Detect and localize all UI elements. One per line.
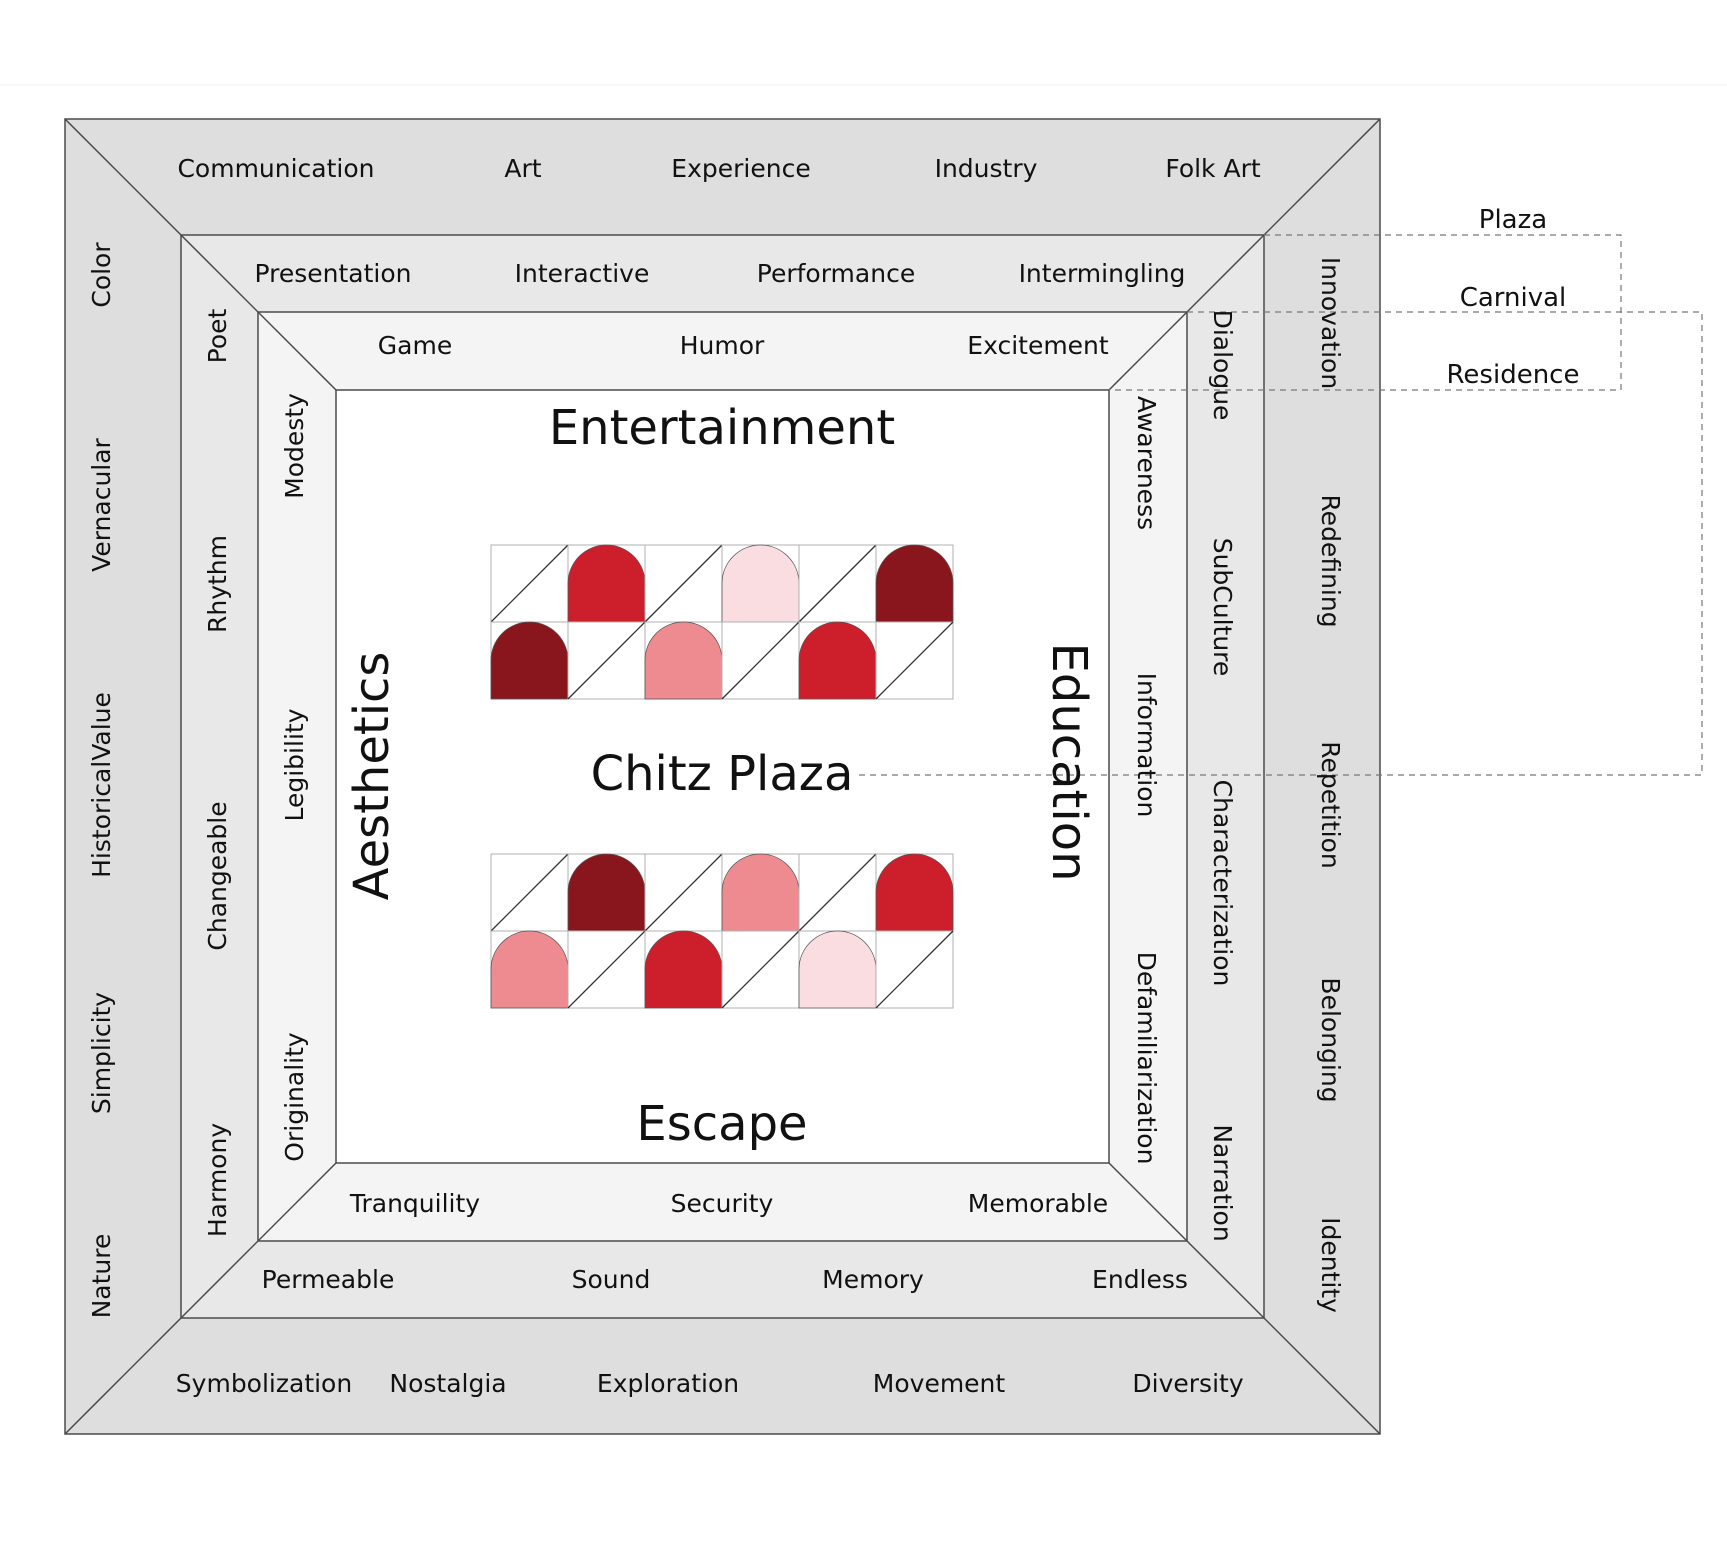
arch-tile-red	[875, 853, 954, 932]
arch-tile-pink	[490, 930, 569, 1009]
middle-top-label: Performance	[757, 259, 915, 288]
diagonal-tile	[567, 621, 646, 700]
middle-top-label: Interactive	[515, 259, 650, 288]
inner-ring-bottom-labels: Tranquility Security Memorable	[349, 1189, 1108, 1218]
inner-ring-left-labels: Modesty Legibility Originality	[280, 393, 309, 1162]
inner-bottom-label: Memorable	[968, 1189, 1108, 1218]
center-left-label: Aesthetics	[344, 652, 400, 901]
arch-tile-dark	[875, 544, 954, 623]
diagonal-tile	[644, 544, 723, 623]
diagonal-tile	[798, 544, 877, 623]
outer-left-label: Nature	[87, 1234, 116, 1319]
outer-ring-bottom-labels: Symbolization Nostalgia Exploration Move…	[176, 1369, 1244, 1398]
outer-bottom-label: Diversity	[1132, 1369, 1243, 1398]
outer-top-label: Art	[504, 154, 541, 183]
outer-right-label: Repetition	[1316, 741, 1345, 869]
outer-top-label: Communication	[177, 154, 374, 183]
middle-bottom-label: Endless	[1092, 1265, 1188, 1294]
arch-tile-red	[644, 930, 723, 1009]
outer-top-label: Experience	[671, 154, 810, 183]
outer-left-label: Vernacular	[87, 437, 116, 571]
middle-right-label: Characterization	[1208, 780, 1237, 987]
legend-label-residence: Residence	[1447, 360, 1580, 390]
tile-pattern-top	[490, 544, 954, 700]
inner-left-label: Modesty	[280, 393, 309, 499]
diagonal-tile	[490, 853, 569, 932]
inner-left-label: Originality	[280, 1032, 309, 1162]
center-bottom-label: Escape	[636, 1096, 807, 1152]
middle-ring-right-labels: Dialogue SubCulture Characterization Nar…	[1208, 310, 1237, 1242]
inner-ring-top-labels: Game Humor Excitement	[378, 331, 1109, 360]
middle-top-label: Intermingling	[1019, 259, 1186, 288]
middle-ring-left-labels: Poet Rhythm Changeable Harmony	[203, 308, 232, 1237]
diagonal-tile	[875, 621, 954, 700]
inner-bottom-label: Tranquility	[349, 1189, 480, 1218]
outer-left-label: Simplicity	[87, 992, 116, 1114]
arch-tile-pink	[644, 621, 723, 700]
outer-right-label: Innovation	[1316, 257, 1345, 389]
middle-ring-bottom-labels: Permeable Sound Memory Endless	[262, 1265, 1188, 1294]
inner-right-label: Defamiliarization	[1132, 952, 1161, 1165]
legend-label-plaza: Plaza	[1479, 205, 1547, 235]
outer-bottom-label: Exploration	[597, 1369, 739, 1398]
outer-left-label: HistoricalValue	[87, 692, 116, 878]
diagonal-tile	[644, 853, 723, 932]
arch-tile-light	[798, 930, 877, 1009]
middle-top-label: Presentation	[254, 259, 411, 288]
outer-right-label: Redefining	[1316, 494, 1345, 627]
inner-top-label: Game	[378, 331, 452, 360]
center-square	[335, 389, 1110, 1164]
middle-right-label: SubCulture	[1208, 538, 1237, 677]
arch-tile-dark	[567, 853, 646, 932]
center-title: Chitz Plaza	[591, 746, 854, 802]
diagonal-tile	[875, 930, 954, 1009]
outer-ring-left-labels: Color Vernacular HistoricalValue Simplic…	[87, 242, 116, 1319]
outer-ring-right-labels: Innovation Redefining Repetition Belongi…	[1316, 257, 1345, 1313]
inner-top-label: Humor	[680, 331, 765, 360]
middle-bottom-label: Permeable	[262, 1265, 395, 1294]
outer-bottom-label: Nostalgia	[389, 1369, 506, 1398]
middle-left-label: Rhythm	[203, 535, 232, 633]
inner-top-label: Excitement	[967, 331, 1109, 360]
diagonal-tile	[721, 621, 800, 700]
arch-tile-red	[567, 544, 646, 623]
middle-left-label: Harmony	[203, 1123, 232, 1237]
middle-bottom-label: Memory	[822, 1265, 924, 1294]
outer-right-label: Identity	[1316, 1217, 1345, 1313]
inner-right-label: Awareness	[1132, 396, 1161, 530]
legend-label-carnival: Carnival	[1460, 283, 1567, 313]
inner-left-label: Legibility	[280, 708, 309, 821]
outer-left-label: Color	[87, 242, 116, 308]
center-top-label: Entertainment	[549, 400, 895, 456]
diagonal-tile	[567, 930, 646, 1009]
corner-diagonals	[64, 118, 1381, 1435]
outer-top-label: Industry	[935, 154, 1038, 183]
arch-tile-pink	[721, 853, 800, 932]
diagonal-tile	[490, 544, 569, 623]
legend-connectors	[855, 234, 1703, 776]
diagonal-tile	[798, 853, 877, 932]
middle-ring-top-labels: Presentation Interactive Performance Int…	[254, 259, 1185, 288]
arch-tile-light	[721, 544, 800, 623]
middle-left-label: Poet	[203, 308, 232, 363]
arch-tile-red	[798, 621, 877, 700]
middle-right-label: Narration	[1208, 1124, 1237, 1241]
middle-left-label: Changeable	[203, 801, 232, 950]
outer-top-label: Folk Art	[1165, 154, 1261, 183]
inner-ring-right-labels: Awareness Information Defamiliarization	[1132, 396, 1161, 1165]
middle-bottom-label: Sound	[572, 1265, 651, 1294]
middle-right-label: Dialogue	[1208, 310, 1237, 421]
inner-bottom-label: Security	[671, 1189, 774, 1218]
arch-tile-dark	[490, 621, 569, 700]
inner-right-label: Information	[1132, 673, 1161, 818]
diagonal-tile	[721, 930, 800, 1009]
outer-bottom-label: Symbolization	[176, 1369, 352, 1398]
tile-pattern-bottom	[490, 853, 954, 1009]
outer-bottom-label: Movement	[873, 1369, 1006, 1398]
outer-right-label: Belonging	[1316, 977, 1345, 1102]
outer-ring-top-labels: Communication Art Experience Industry Fo…	[177, 154, 1260, 183]
center-right-label: Education	[1041, 643, 1097, 882]
